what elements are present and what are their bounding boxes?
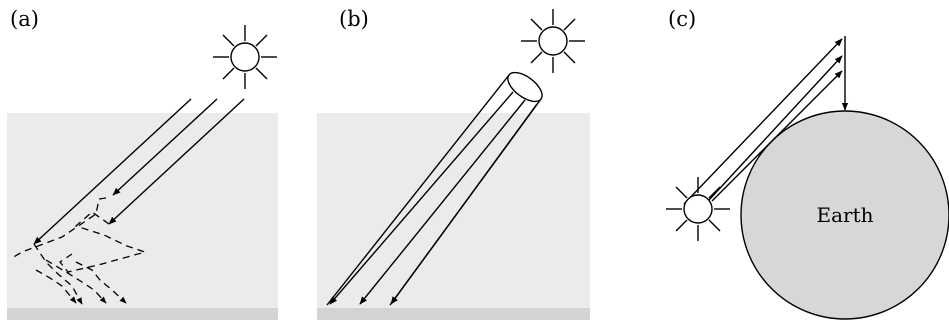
- panel-b-label: (b): [339, 7, 369, 31]
- panel-a-bottom-strip: [7, 308, 278, 320]
- panel-a: (a): [7, 7, 278, 320]
- sun-icon: [521, 9, 585, 73]
- panel-a-medium: [7, 113, 278, 308]
- sun-icon: [213, 25, 277, 89]
- sun-icon: [666, 177, 730, 241]
- panel-b-medium: [317, 113, 590, 308]
- earth-label: Earth: [816, 203, 873, 227]
- panel-a-label: (a): [10, 7, 39, 31]
- panel-c: (c) Earth: [666, 7, 949, 319]
- panel-b: (b): [317, 7, 590, 320]
- panel-b-bottom-strip: [317, 308, 590, 320]
- panel-c-label: (c): [668, 7, 696, 31]
